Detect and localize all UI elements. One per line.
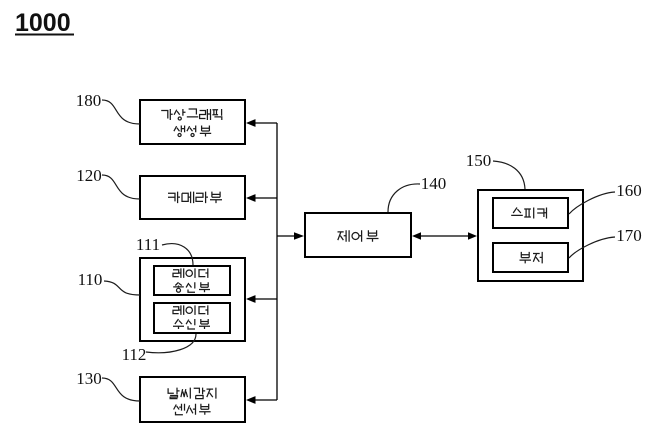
svg-text:170: 170 xyxy=(616,226,642,245)
svg-text:180: 180 xyxy=(76,91,102,110)
svg-text:112: 112 xyxy=(122,345,147,364)
svg-text:160: 160 xyxy=(616,181,642,200)
svg-text:110: 110 xyxy=(78,270,103,289)
svg-text:150: 150 xyxy=(466,151,492,170)
svg-text:1000: 1000 xyxy=(15,9,71,37)
svg-text:111: 111 xyxy=(136,235,160,254)
svg-text:120: 120 xyxy=(76,166,102,185)
svg-text:130: 130 xyxy=(76,369,102,388)
svg-text:140: 140 xyxy=(421,174,447,193)
